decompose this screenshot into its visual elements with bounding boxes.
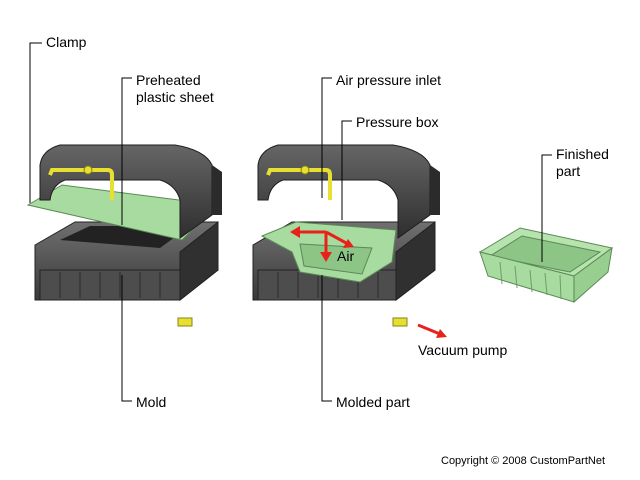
label-vacuum-pump: Vacuum pump (418, 342, 508, 358)
middle-assembly (252, 144, 447, 338)
label-clamp: Clamp (46, 34, 87, 50)
label-air-pressure-inlet: Air pressure inlet (336, 72, 442, 88)
label-molded-part: Molded part (336, 394, 410, 410)
middle-pressure-box (257, 144, 440, 239)
vacuum-arrow (417, 323, 447, 338)
label-finished-part: Finished part (556, 146, 609, 179)
label-air: Air (337, 248, 355, 264)
left-clamp-box (39, 144, 222, 239)
copyright-notice: Copyright © 2008 CustomPartNet (441, 455, 606, 467)
left-vacuum-tube (177, 317, 193, 327)
leader-lines (29, 42, 552, 402)
label-mold: Mold (136, 394, 167, 410)
middle-vacuum-tube (392, 317, 408, 327)
middle-air-tube (266, 168, 332, 200)
label-preheated-sheet: Preheated plastic sheet (136, 72, 214, 105)
left-mold (34, 220, 219, 327)
finished-part (478, 227, 614, 304)
label-pressure-box: Pressure box (356, 114, 439, 130)
left-air-tube (48, 168, 114, 200)
left-assembly (26, 144, 222, 327)
air-arrows (290, 226, 354, 262)
